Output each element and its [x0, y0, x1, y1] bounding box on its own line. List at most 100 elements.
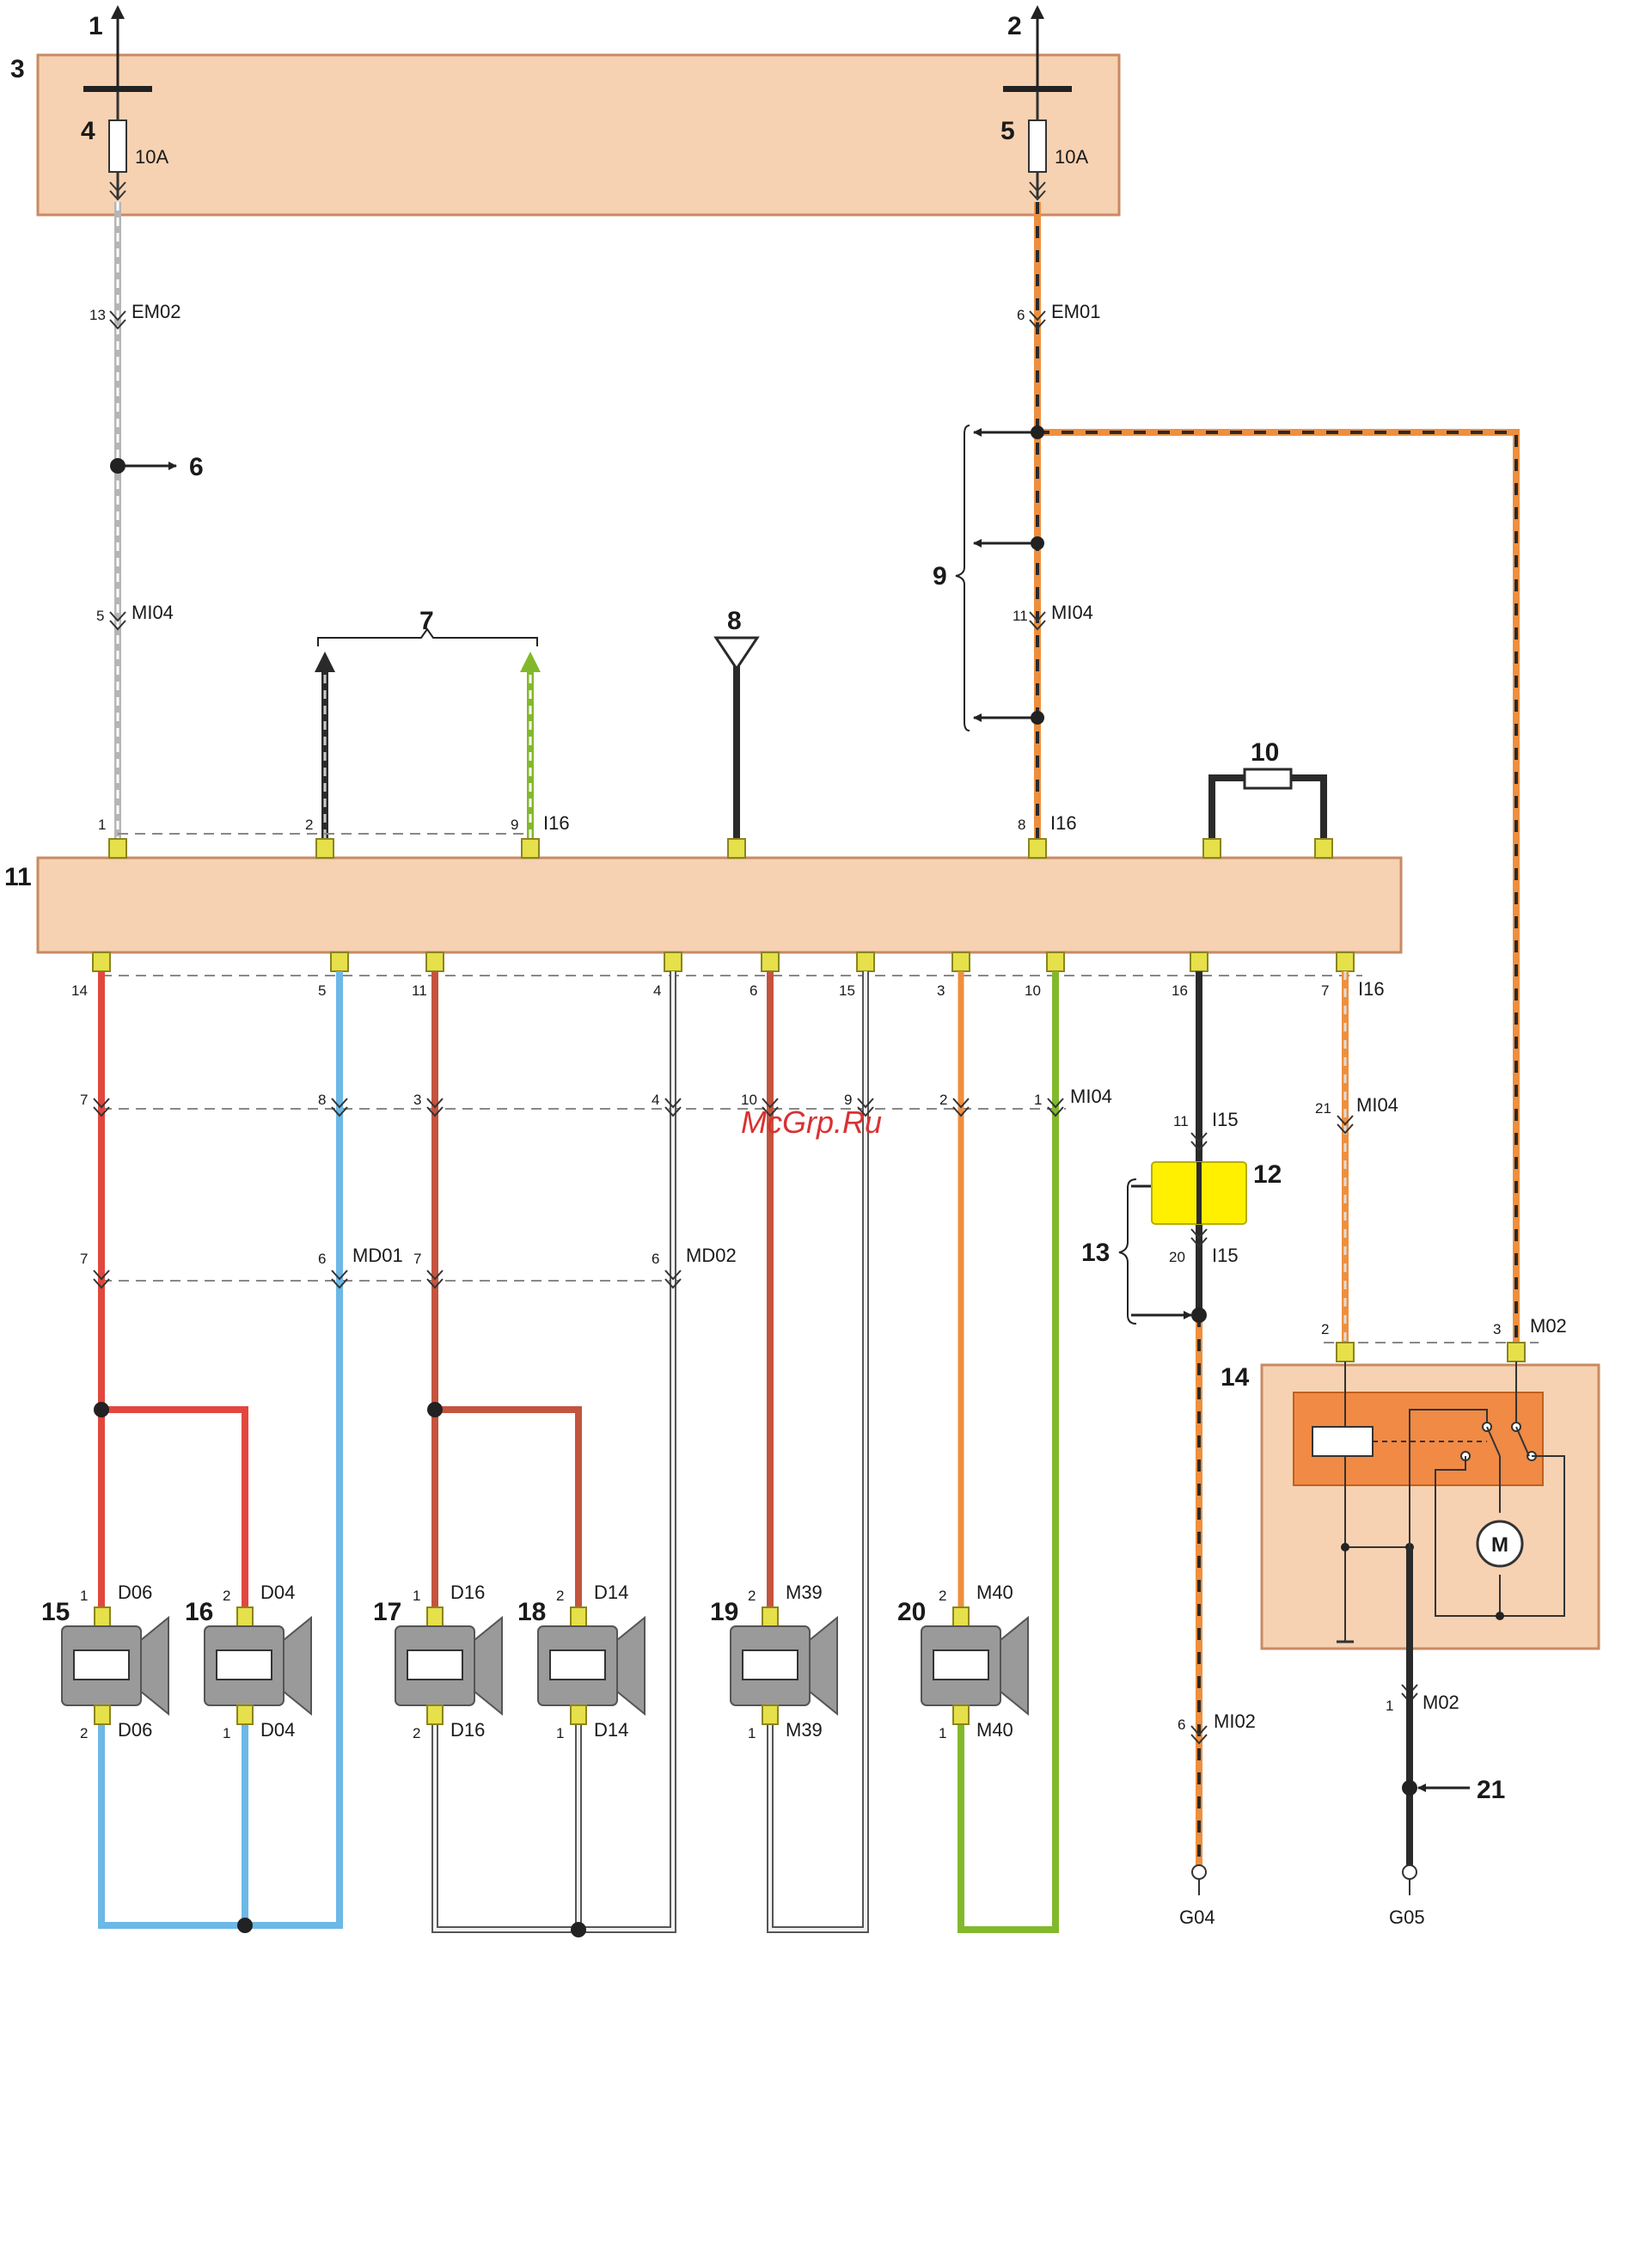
- antenna-8: [713, 636, 760, 838]
- connector-i16: I16: [1358, 978, 1385, 1000]
- motor-symbol: M: [1491, 1533, 1508, 1557]
- callout-3: 3: [10, 55, 25, 83]
- pin-label: 6: [750, 982, 757, 999]
- connector-i15: I15: [1212, 1109, 1239, 1130]
- speaker-17: [395, 1606, 503, 1725]
- callout-9: 9: [933, 562, 947, 591]
- splice-13: [1191, 1307, 1207, 1323]
- callout-7: 7: [419, 607, 434, 635]
- pin-label: 1: [98, 817, 106, 833]
- pin-label: 10: [1025, 982, 1041, 999]
- pin-label: 5: [318, 982, 326, 999]
- inline-connectors-upper: [109, 310, 1046, 631]
- pin-label: 14: [71, 982, 88, 999]
- wire-output-7a: [315, 652, 335, 838]
- pin-label: 9: [511, 817, 518, 833]
- pin-label: 1: [1034, 1092, 1042, 1108]
- callout-13: 13: [1081, 1239, 1110, 1267]
- pin-label: 2: [413, 1725, 420, 1741]
- wire-ground-g05: [1402, 1547, 1470, 1865]
- pin-label: 7: [80, 1251, 88, 1267]
- pin-label: 2: [80, 1725, 88, 1741]
- wire-blue-front-left: [98, 971, 343, 1929]
- pin-label: 16: [1172, 982, 1188, 999]
- connector-mi04: MI04: [1051, 602, 1093, 623]
- connector-em01: EM01: [1051, 301, 1100, 322]
- splice-red-right: [427, 1402, 443, 1417]
- connector-i16: I16: [543, 812, 570, 834]
- pin-label: 6: [1017, 307, 1025, 323]
- connector-d14: D14: [594, 1582, 628, 1603]
- pin-label: 6: [652, 1251, 659, 1267]
- ground-g05: [1402, 1864, 1417, 1895]
- connector-md01: MD01: [352, 1245, 403, 1266]
- resistor-10: [1208, 768, 1327, 838]
- speaker-19: [730, 1606, 838, 1725]
- fuse-5-rating: 10A: [1055, 146, 1088, 168]
- callout-20: 20: [897, 1598, 926, 1626]
- connector-em02: EM02: [132, 301, 180, 322]
- pin-label: 2: [1321, 1321, 1329, 1337]
- pin-label: 21: [1315, 1100, 1331, 1117]
- pin-label: 7: [80, 1092, 88, 1108]
- pin-label: 5: [96, 608, 104, 624]
- pin-label: 13: [89, 307, 106, 323]
- connector-i15: I15: [1212, 1245, 1239, 1266]
- fuse-4: [108, 92, 127, 201]
- pin-label: 6: [1178, 1717, 1185, 1733]
- wire-red-front-right: [431, 971, 582, 1616]
- pin-label: 3: [937, 982, 945, 999]
- pin-label: 2: [305, 817, 313, 833]
- speaker-18: [537, 1606, 646, 1725]
- connector-m02: M02: [1530, 1315, 1567, 1337]
- pin-label: 2: [748, 1588, 756, 1604]
- speaker-15: [61, 1606, 169, 1725]
- fuse-block: [36, 53, 1121, 217]
- pin-label: 7: [1321, 982, 1329, 999]
- callout-15: 15: [41, 1598, 70, 1626]
- connector-d16: D16: [450, 1582, 485, 1603]
- connector-d04: D04: [260, 1582, 295, 1603]
- pin-label: 11: [1013, 608, 1028, 624]
- splice-grey: [571, 1922, 586, 1937]
- wire-red-front-left: [98, 971, 248, 1616]
- pin-label: 2: [223, 1588, 230, 1604]
- connector-i16: I16: [1050, 812, 1077, 834]
- watermark: McGrp.Ru: [741, 1105, 882, 1140]
- connector-m40: M40: [976, 1582, 1013, 1603]
- pin-label: 6: [318, 1251, 326, 1267]
- connector-mi04: MI04: [1070, 1086, 1112, 1107]
- ground-g04-label: G04: [1179, 1906, 1215, 1928]
- callout-8: 8: [727, 607, 742, 635]
- pin-label: 1: [748, 1725, 756, 1741]
- callout-19: 19: [710, 1598, 738, 1626]
- connector-mi02: MI02: [1214, 1710, 1256, 1732]
- connector-md02: MD02: [686, 1245, 737, 1266]
- pin-label: 1: [413, 1588, 420, 1604]
- control-unit: [36, 856, 1403, 954]
- power-feed-1: [83, 5, 152, 92]
- speaker-20: [921, 1606, 1029, 1725]
- wire-grey-rear-left: [767, 971, 869, 1933]
- pin-label: 20: [1169, 1249, 1185, 1265]
- pin-label: 8: [1018, 817, 1025, 833]
- power-feed-2: [1003, 5, 1072, 92]
- splice-red-left: [94, 1402, 109, 1417]
- pin-label: 3: [1493, 1321, 1501, 1337]
- wire-green-rear-right: [958, 971, 1059, 1933]
- callout-6: 6: [189, 453, 204, 481]
- callout-10: 10: [1251, 738, 1279, 767]
- motor: [1476, 1520, 1524, 1568]
- wire-grey-front-right: [431, 971, 676, 1933]
- pin-label: 1: [223, 1725, 230, 1741]
- pin-label: 8: [318, 1092, 326, 1108]
- connector-d16: D16: [450, 1719, 485, 1741]
- fuse-4-rating: 10A: [135, 146, 168, 168]
- pin-label: 1: [556, 1725, 564, 1741]
- pin-label: 9: [844, 1092, 852, 1108]
- connector-mi04: MI04: [132, 602, 174, 623]
- connector-m39: M39: [786, 1719, 823, 1741]
- callout-5: 5: [1000, 117, 1015, 145]
- callout-4: 4: [81, 117, 95, 145]
